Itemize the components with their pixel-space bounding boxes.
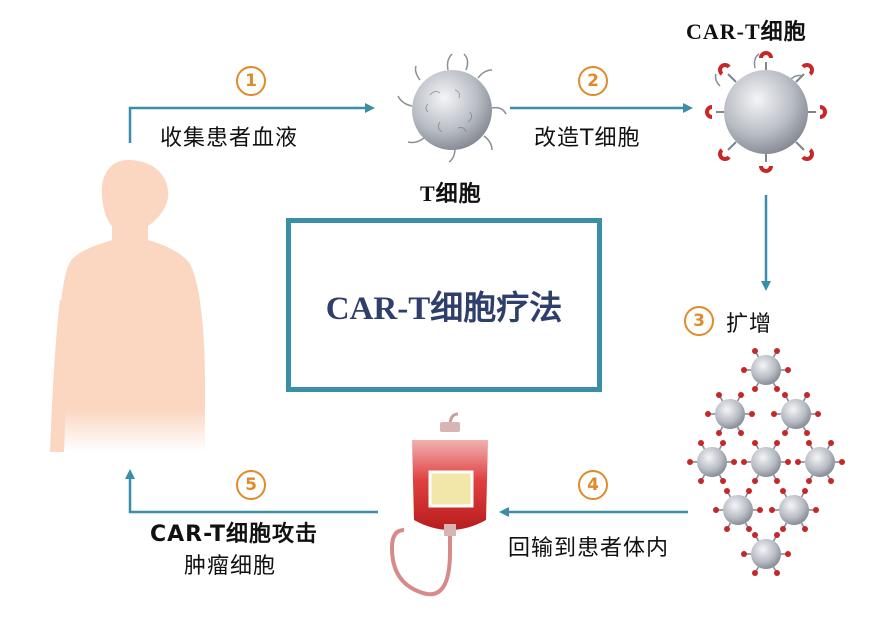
step-5-label-line1: CAR-T细胞攻击 [150,522,319,547]
step-3-badge: 3 [684,306,714,336]
iv-bag-icon [389,412,488,597]
step-5-badge: 5 [236,470,266,500]
step-4-label: 回输到患者体内 [508,536,670,561]
step-1-label: 收集患者血液 [160,126,299,151]
expanded-car-t-cell [741,347,791,393]
expanded-car-t-cell [769,487,819,533]
arrow-attack [125,469,378,514]
car-t-cell-icon [705,51,827,173]
expanded-car-t-cell [741,439,791,485]
center-title: CAR-T细胞疗法 [325,291,563,327]
step-1-badge: 1 [236,66,266,96]
expanded-car-t-cell [795,439,845,485]
arrow-collect [128,103,375,143]
expanded-car-t-cell [741,531,791,577]
expanded-car-t-cell [705,391,755,437]
t-cell-label: T细胞 [420,181,482,206]
step-2-badge: 2 [578,66,608,96]
step-2-label: 改造T细胞 [534,126,641,151]
center-title-box: CAR-T细胞疗法 [286,218,602,392]
step-5-label-line2: 肿瘤细胞 [184,554,277,579]
step-3-label: 扩增 [726,312,773,337]
expanded-car-t-cell [713,487,763,533]
expanded-car-t-cell [687,439,737,485]
patient-figure [50,160,205,452]
expanded-cells-cluster [687,347,845,577]
step-4-badge: 4 [578,470,608,500]
car-t-cell-label: CAR-T细胞 [686,19,807,44]
t-cell-icon [397,53,507,163]
expanded-car-t-cell [771,391,821,437]
